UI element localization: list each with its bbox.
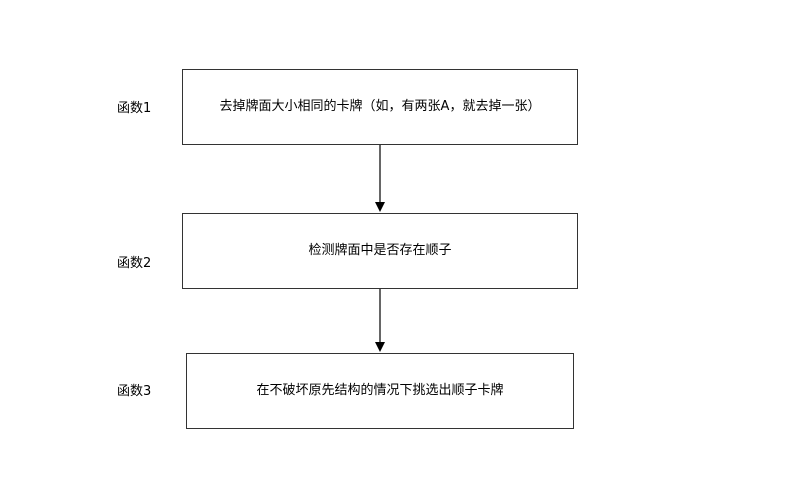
arrow-box2-to-box3	[375, 289, 385, 352]
process-box-3-text: 在不破坏原先结构的情况下挑选出顺子卡牌	[256, 383, 504, 398]
arrow-box1-to-box2	[375, 145, 385, 212]
process-box-1-text: 去掉牌面大小相同的卡牌（如，有两张A，就去掉一张）	[219, 99, 541, 114]
process-box-2-text: 检测牌面中是否存在顺子	[308, 243, 452, 258]
row-label-function-3: 函数3	[117, 384, 152, 399]
row-label-function-1: 函数1	[117, 101, 152, 116]
process-box-3: 在不破坏原先结构的情况下挑选出顺子卡牌	[186, 353, 574, 429]
arrow-1-head	[375, 202, 385, 212]
arrow-2-head	[375, 342, 385, 352]
process-box-2: 检测牌面中是否存在顺子	[182, 213, 578, 289]
process-box-1: 去掉牌面大小相同的卡牌（如，有两张A，就去掉一张）	[182, 69, 578, 145]
row-label-function-2: 函数2	[117, 256, 152, 271]
